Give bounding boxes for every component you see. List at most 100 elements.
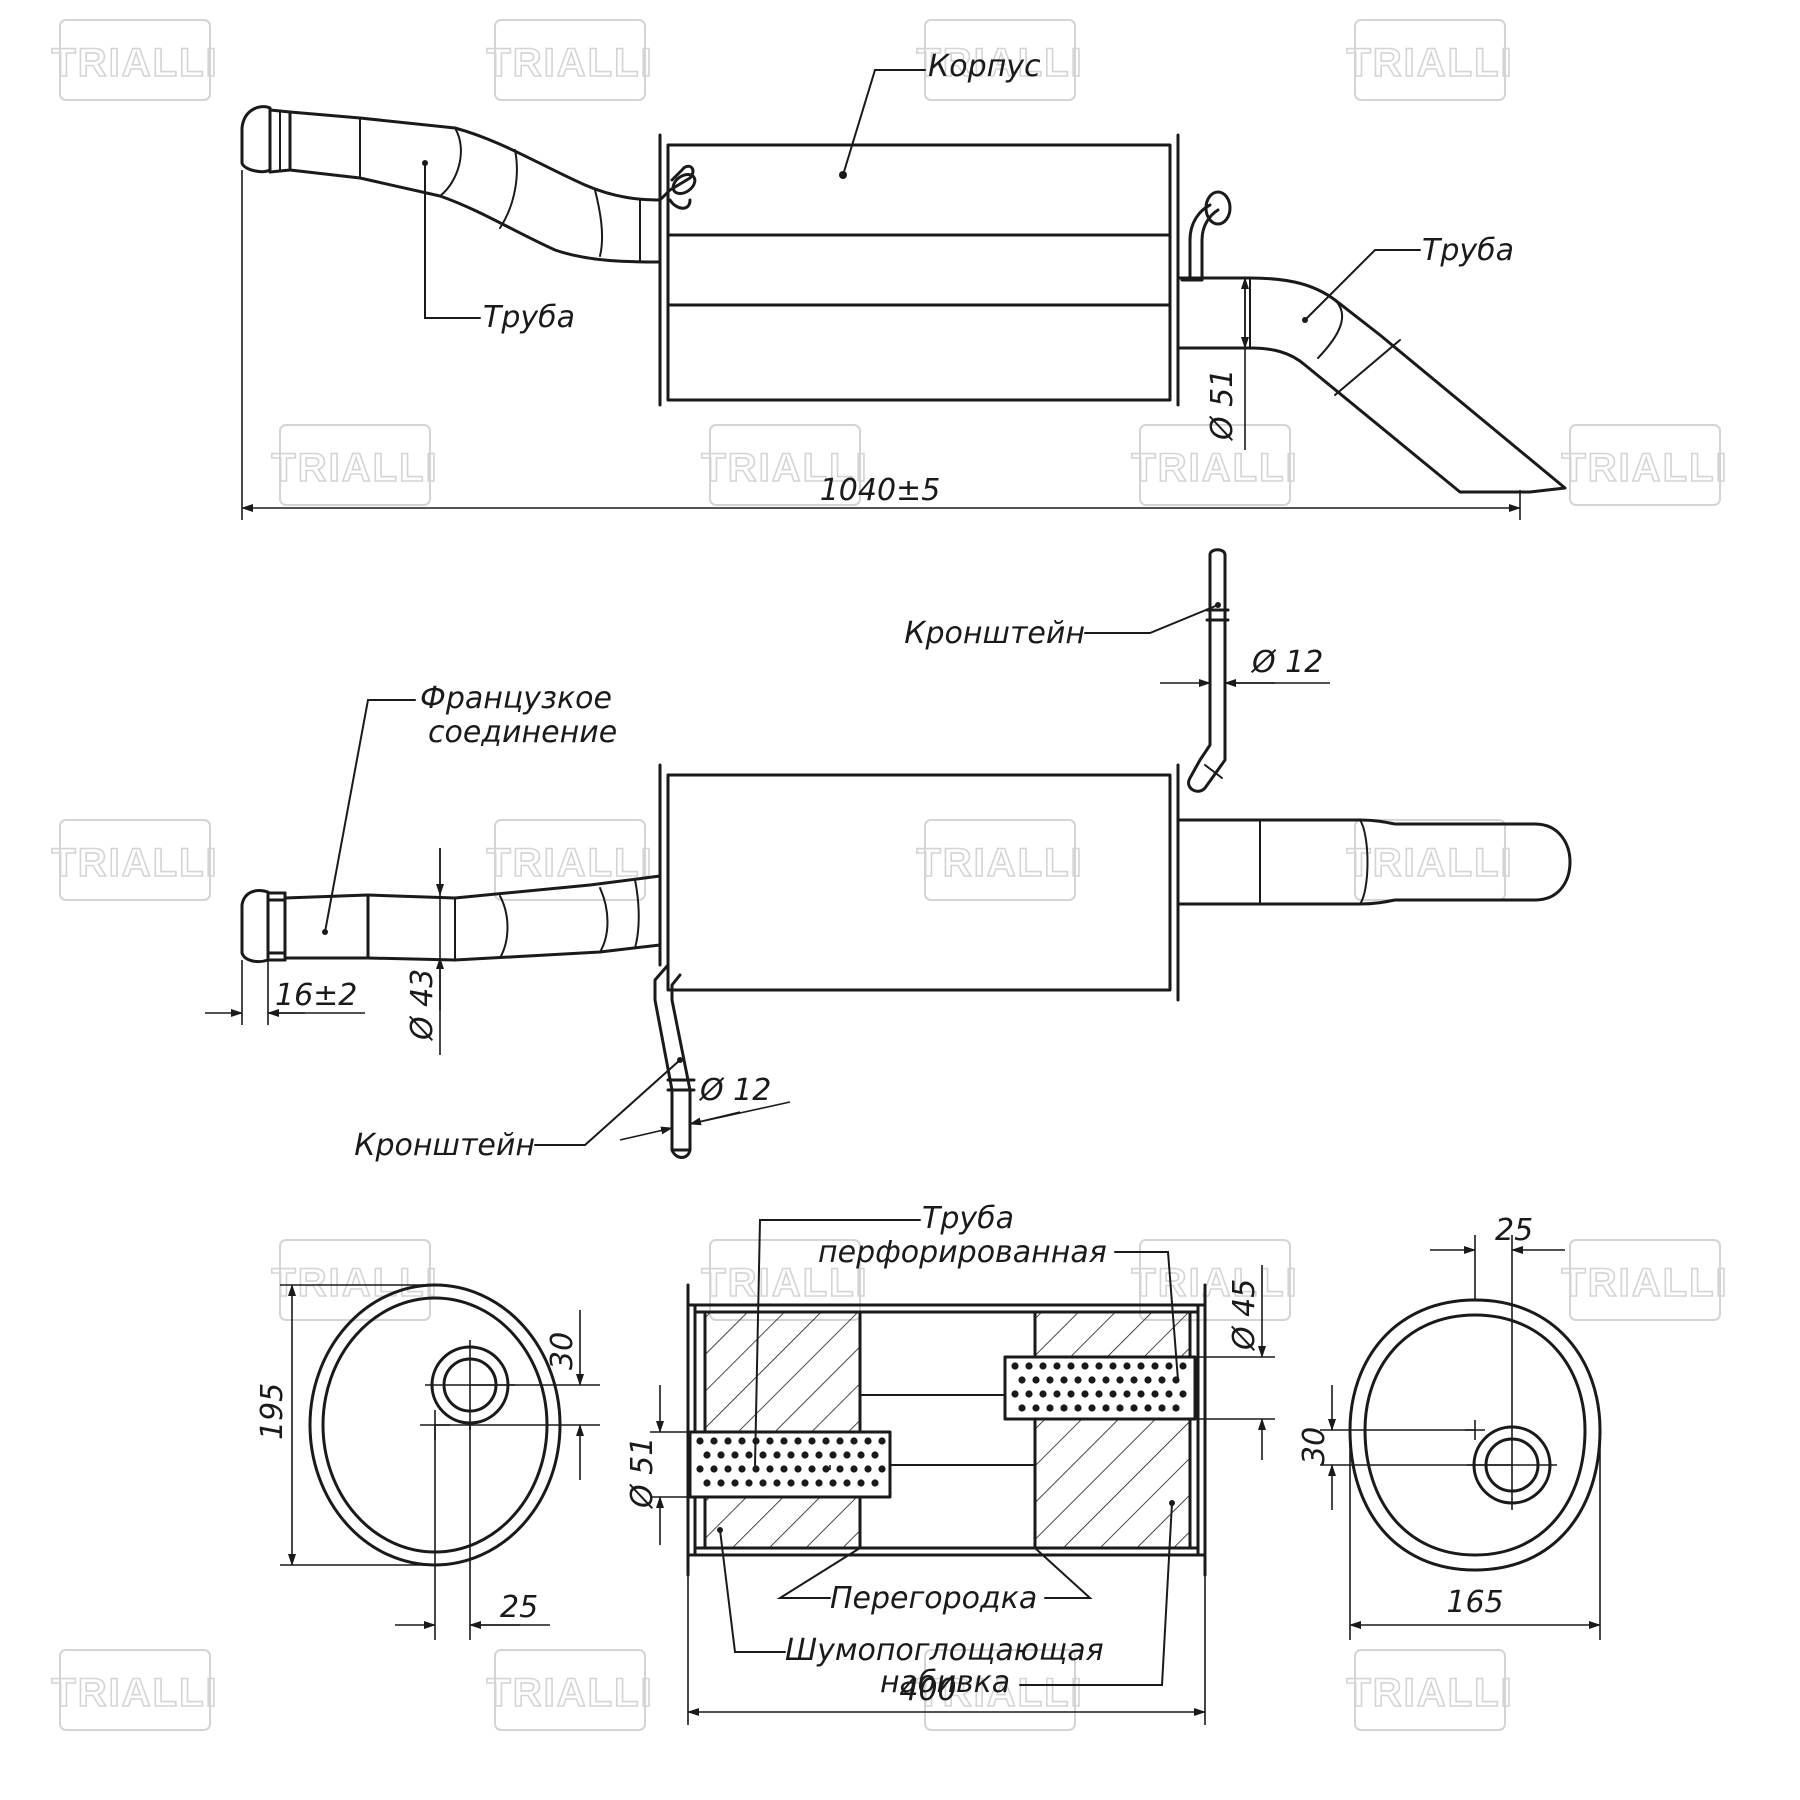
muffler-body-top — [658, 133, 1180, 407]
perforated-tube-left — [688, 1430, 892, 1499]
svg-text:TRIALLI: TRIALLI — [51, 841, 218, 885]
watermark-logo: TRIALLI — [701, 1239, 867, 1321]
svg-text:TRIALLI: TRIALLI — [1346, 841, 1513, 885]
perforation-hole — [1067, 1362, 1075, 1370]
watermark-logo: TRIALLI — [271, 424, 437, 506]
perforation-hole — [773, 1479, 781, 1487]
svg-text:25: 25 — [1495, 1213, 1533, 1248]
svg-text:Труба: Труба — [1422, 233, 1514, 268]
perforation-hole — [780, 1437, 788, 1445]
svg-text:30: 30 — [545, 1332, 580, 1370]
perforation-hole — [1130, 1376, 1138, 1384]
leader-baffle: Перегородка — [776, 1547, 1093, 1616]
svg-text:Кронштейн: Кронштейн — [354, 1128, 535, 1163]
perforation-hole — [1109, 1390, 1117, 1398]
dimension-body-length: 400 — [687, 1575, 1206, 1725]
dimension-socket-length: 16±2 — [205, 960, 365, 1025]
side-view: Ø 43 16±2 Ø 12 Ø 12 Кронштейн — [205, 548, 1572, 1163]
perforation-hole — [1081, 1362, 1089, 1370]
french-joint — [240, 889, 370, 964]
perforation-hole — [703, 1451, 711, 1459]
svg-text:Ø 51: Ø 51 — [1205, 369, 1240, 442]
perforation-hole — [710, 1465, 718, 1473]
outlet-pipe-top — [1176, 276, 1567, 494]
perforation-hole — [731, 1479, 739, 1487]
perforation-hole — [1151, 1362, 1159, 1370]
watermark-logo: TRIALLI — [916, 19, 1082, 101]
packing-left — [703, 1310, 862, 1550]
svg-text:Труба: Труба — [483, 300, 575, 335]
perforation-hole — [829, 1451, 837, 1459]
watermark-logo: TRIALLI — [51, 19, 217, 101]
svg-text:165: 165 — [1446, 1585, 1503, 1620]
bracket-top — [1187, 548, 1230, 793]
dimension-inlet-diameter: Ø 43 — [405, 848, 444, 1055]
perforation-hole — [1032, 1376, 1040, 1384]
leader-packing: Шумопоглощающая набивка — [717, 1500, 1175, 1700]
svg-text:Ø 51: Ø 51 — [625, 1437, 660, 1510]
perforation-hole — [1158, 1376, 1166, 1384]
perforation-hole — [1039, 1362, 1047, 1370]
perforation-hole — [759, 1479, 767, 1487]
perforation-hole — [808, 1437, 816, 1445]
leader-french-joint: Французкое соединение — [324, 681, 617, 933]
perforation-hole — [1011, 1362, 1019, 1370]
perforation-hole — [801, 1479, 809, 1487]
perforation-hole — [1095, 1390, 1103, 1398]
perforation-hole — [1046, 1404, 1054, 1412]
svg-text:Труба: Труба — [922, 1201, 1014, 1236]
perforation-hole — [815, 1451, 823, 1459]
perforation-hole — [696, 1437, 704, 1445]
svg-text:195: 195 — [255, 1383, 290, 1440]
perforation-hole — [1179, 1362, 1187, 1370]
perforation-hole — [1039, 1390, 1047, 1398]
muffler-body-side — [658, 763, 1180, 1002]
perforation-hole — [864, 1465, 872, 1473]
perforation-hole — [1081, 1390, 1089, 1398]
perforation-hole — [836, 1465, 844, 1473]
perforation-hole — [1172, 1404, 1180, 1412]
top-view: 1040±5 Ø 51 Корпус Труба Труба — [240, 49, 1567, 520]
svg-text:TRIALLI: TRIALLI — [916, 841, 1083, 885]
perforation-hole — [801, 1451, 809, 1459]
svg-text:TRIALLI: TRIALLI — [51, 1671, 218, 1715]
leader-perforated-tube: Труба перфорированная — [754, 1201, 1179, 1466]
svg-text:TRIALLI: TRIALLI — [1346, 41, 1513, 85]
perforation-hole — [1046, 1376, 1054, 1384]
perforation-hole — [1102, 1376, 1110, 1384]
dimension-bracket-bottom-diameter: Ø 12 — [619, 1073, 791, 1141]
perforated-tube-right — [1003, 1355, 1197, 1421]
svg-text:1040±5: 1040±5 — [820, 473, 941, 508]
perforation-hole — [864, 1437, 872, 1445]
svg-text:Корпус: Корпус — [928, 49, 1041, 84]
perforation-hole — [724, 1465, 732, 1473]
perforation-hole — [1144, 1404, 1152, 1412]
perforation-hole — [738, 1465, 746, 1473]
svg-text:Французкое: Французкое — [420, 681, 612, 716]
perforation-hole — [794, 1465, 802, 1473]
svg-text:Ø 12: Ø 12 — [698, 1073, 771, 1108]
perforation-hole — [752, 1465, 760, 1473]
perforation-hole — [1067, 1390, 1075, 1398]
dimension-outlet-pipe-diameter: Ø 45 — [1195, 1265, 1275, 1460]
perforation-hole — [1060, 1404, 1068, 1412]
perforation-hole — [696, 1465, 704, 1473]
watermark-logo: TRIALLI — [1346, 1649, 1512, 1731]
perforation-hole — [857, 1451, 865, 1459]
svg-text:перфорированная: перфорированная — [818, 1235, 1107, 1270]
leader-bracket-bottom: Кронштейн — [354, 1059, 681, 1163]
watermark-logo: TRIALLI — [1131, 1239, 1298, 1321]
perforation-hole — [878, 1465, 886, 1473]
bracket-stub-left — [658, 164, 697, 210]
perforation-hole — [717, 1451, 725, 1459]
dimension-right-offset-vertical: 30 — [1297, 1385, 1512, 1510]
watermark-logo: TRIALLI — [51, 1649, 218, 1731]
perforation-hole — [703, 1479, 711, 1487]
svg-text:TRIALLI: TRIALLI — [1131, 1261, 1298, 1305]
dimension-section-width: 165 — [1349, 1435, 1601, 1640]
watermark-logo: TRIALLI — [1346, 819, 1513, 901]
leader-body: Корпус — [840, 49, 1041, 178]
perforation-hole — [857, 1479, 865, 1487]
packing-right — [1033, 1310, 1192, 1550]
